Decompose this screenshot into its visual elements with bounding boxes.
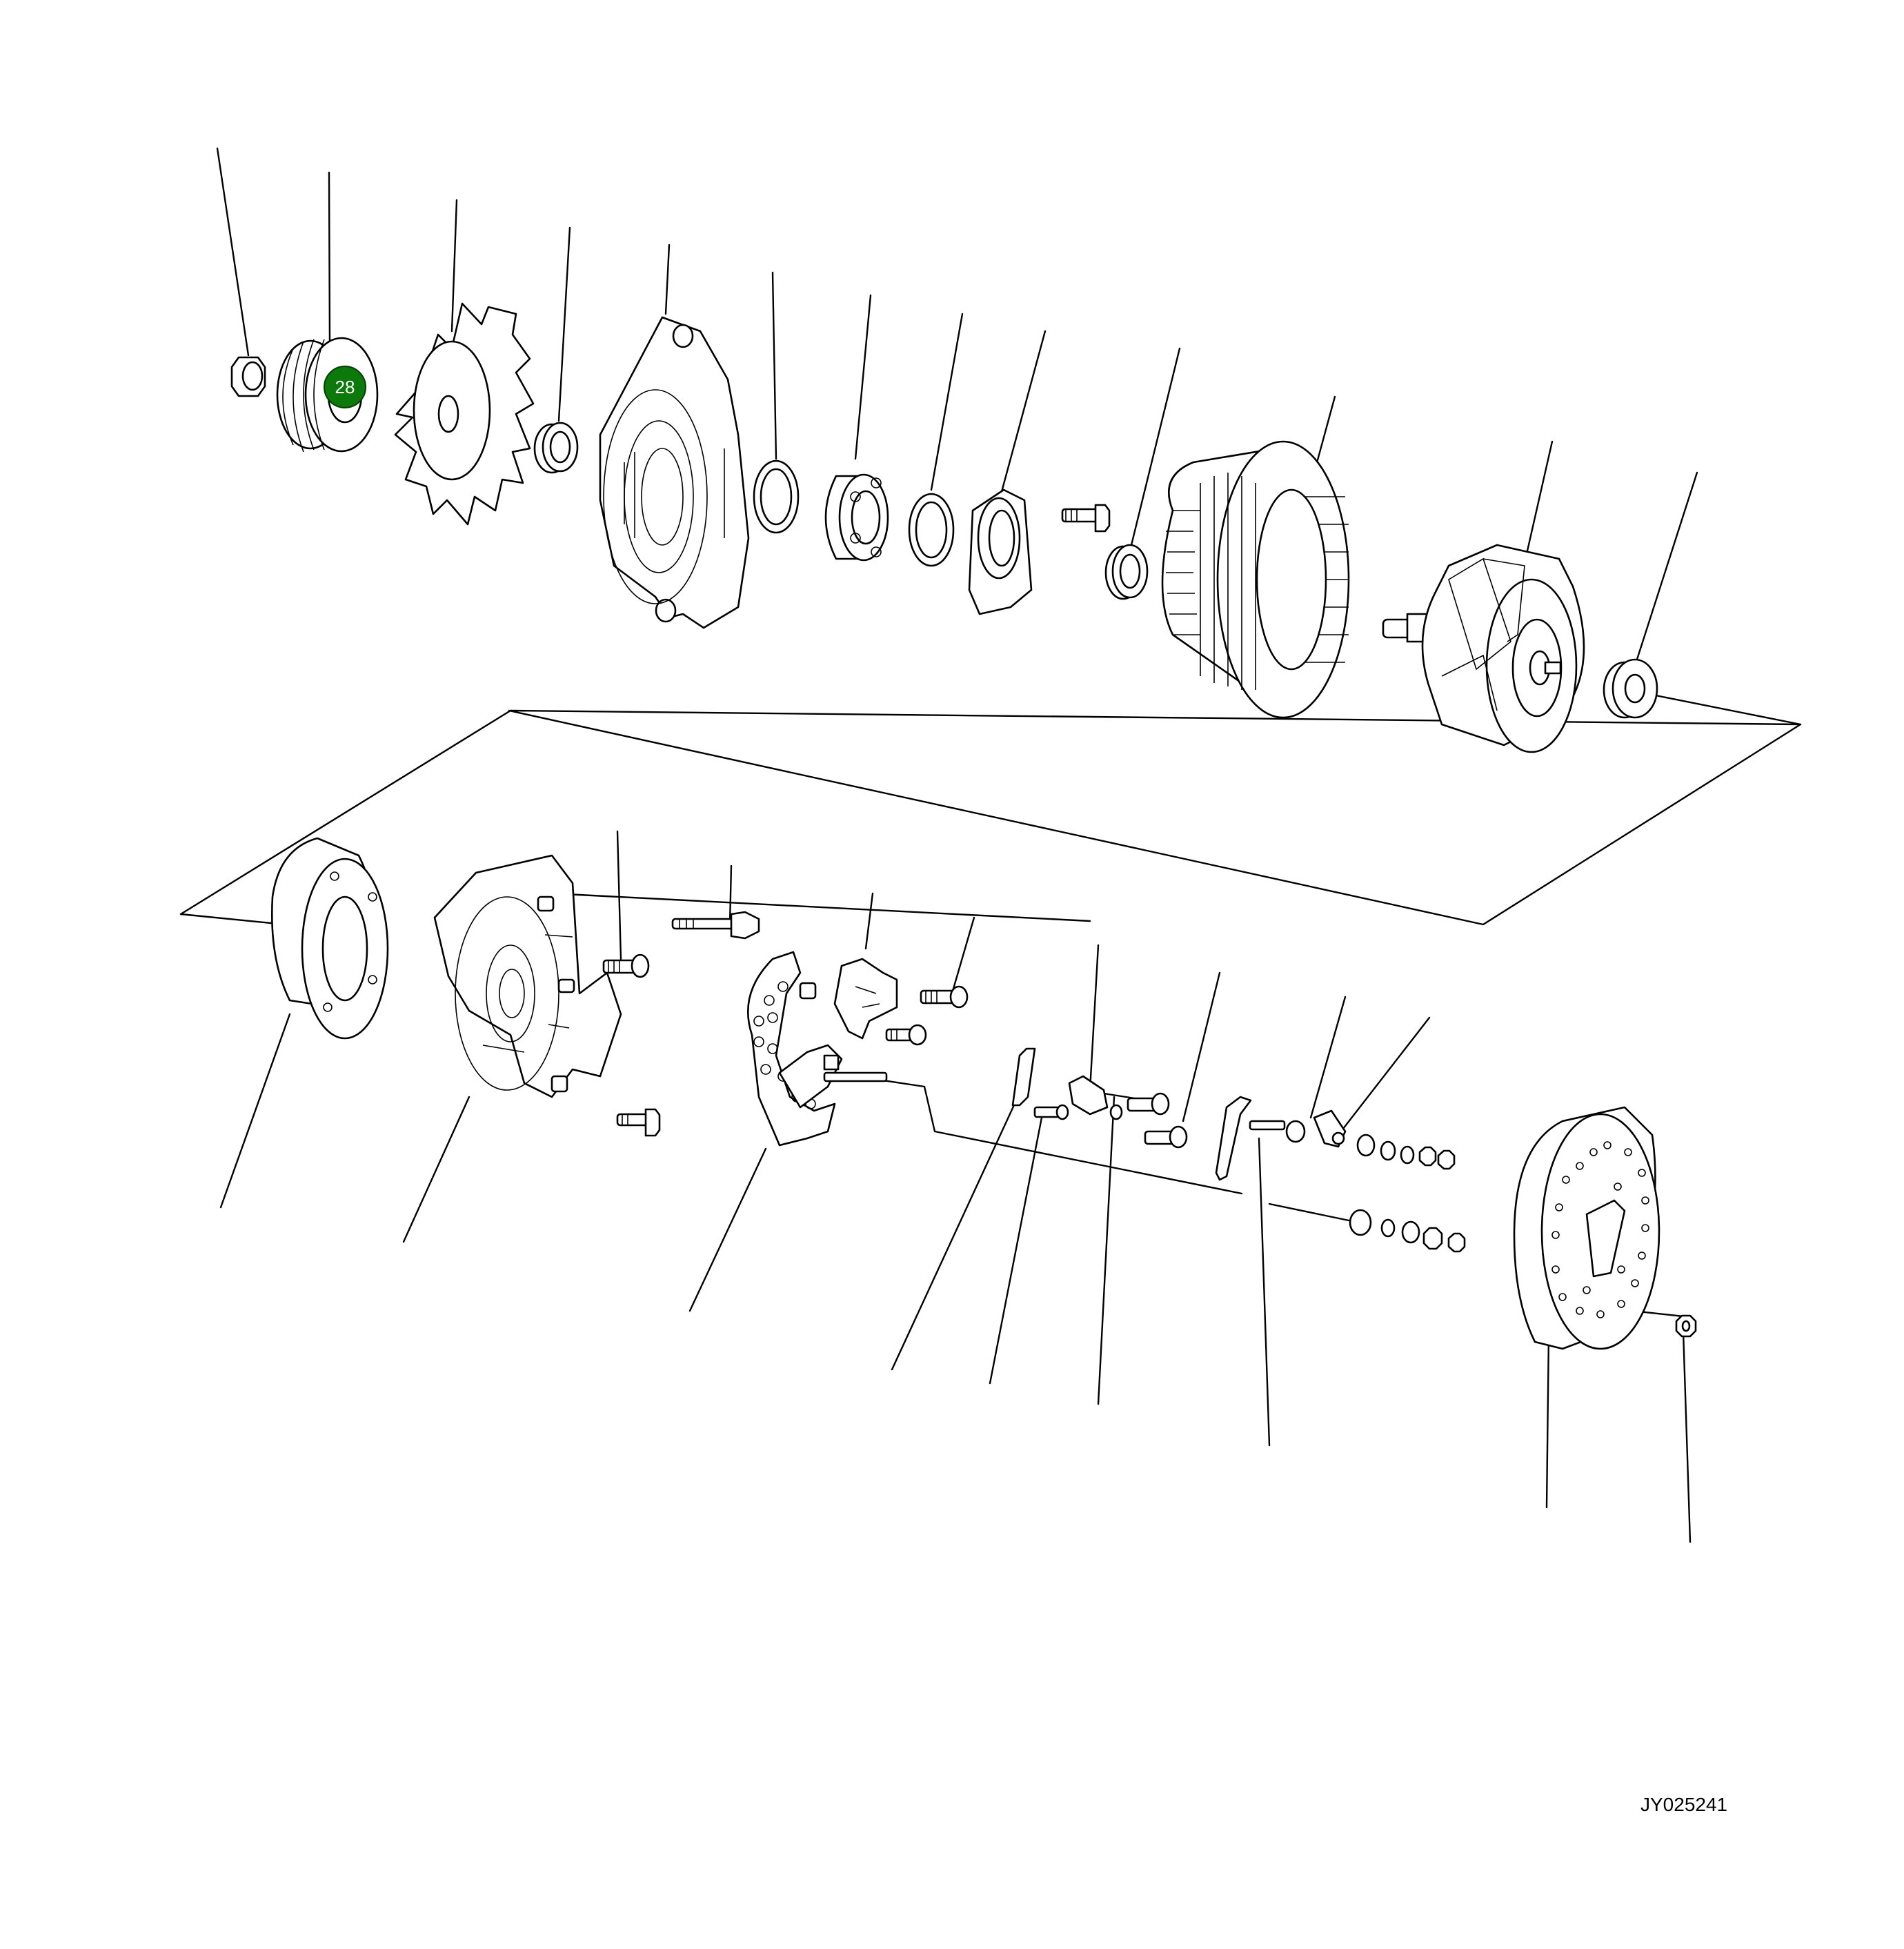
leader-lines (216, 147, 1698, 1543)
rear-bearing-housing (270, 837, 389, 1040)
callout-28[interactable]: 28 (324, 366, 366, 408)
front-bearing (824, 473, 889, 562)
frame-screw-upper (602, 953, 650, 978)
terminal-washers-lower (1349, 1209, 1466, 1253)
brush-holder-screw-lower (1144, 1125, 1188, 1149)
regulator-screw-lower (885, 1024, 927, 1046)
cover-nut (1675, 1314, 1697, 1338)
pulley-nut (230, 356, 266, 397)
retaining-ring (908, 493, 955, 567)
slip-ring-end-frame (433, 854, 622, 1098)
rear-bearing (1603, 658, 1658, 719)
callout-label: 28 (335, 377, 355, 397)
assembly-boundary-lines (179, 694, 1802, 1318)
bearing-retainer-plate (968, 488, 1033, 615)
rectifier-stud (823, 1054, 888, 1082)
terminal-spacer (1285, 1120, 1306, 1143)
retainer-screw (1061, 504, 1111, 533)
cooling-fan (394, 302, 535, 526)
figure-id: JY025241 (1640, 1794, 1727, 1815)
rotor-spacer (1104, 544, 1149, 600)
rear-cover (1513, 1106, 1660, 1350)
rectifier-bridge (747, 951, 843, 1147)
brush-holder (1068, 1075, 1123, 1120)
through-bolt (671, 911, 760, 940)
rotor (1382, 544, 1585, 753)
terminal-screw (1033, 1104, 1069, 1120)
voltage-regulator (833, 958, 898, 1040)
terminal-lug (1313, 1109, 1347, 1148)
terminal-bracket (1215, 1096, 1286, 1181)
terminal-washers-upper (1356, 1134, 1456, 1170)
frame-screw-lower (616, 1108, 661, 1137)
brush-holder-screw-upper (1127, 1092, 1170, 1116)
bearing-spacer-washer (753, 459, 800, 534)
terminal-plate (1011, 1047, 1036, 1107)
stator (1161, 440, 1350, 719)
front-spacer (533, 422, 579, 474)
drive-end-frame (599, 316, 750, 629)
regulator-screw-upper (920, 985, 969, 1009)
